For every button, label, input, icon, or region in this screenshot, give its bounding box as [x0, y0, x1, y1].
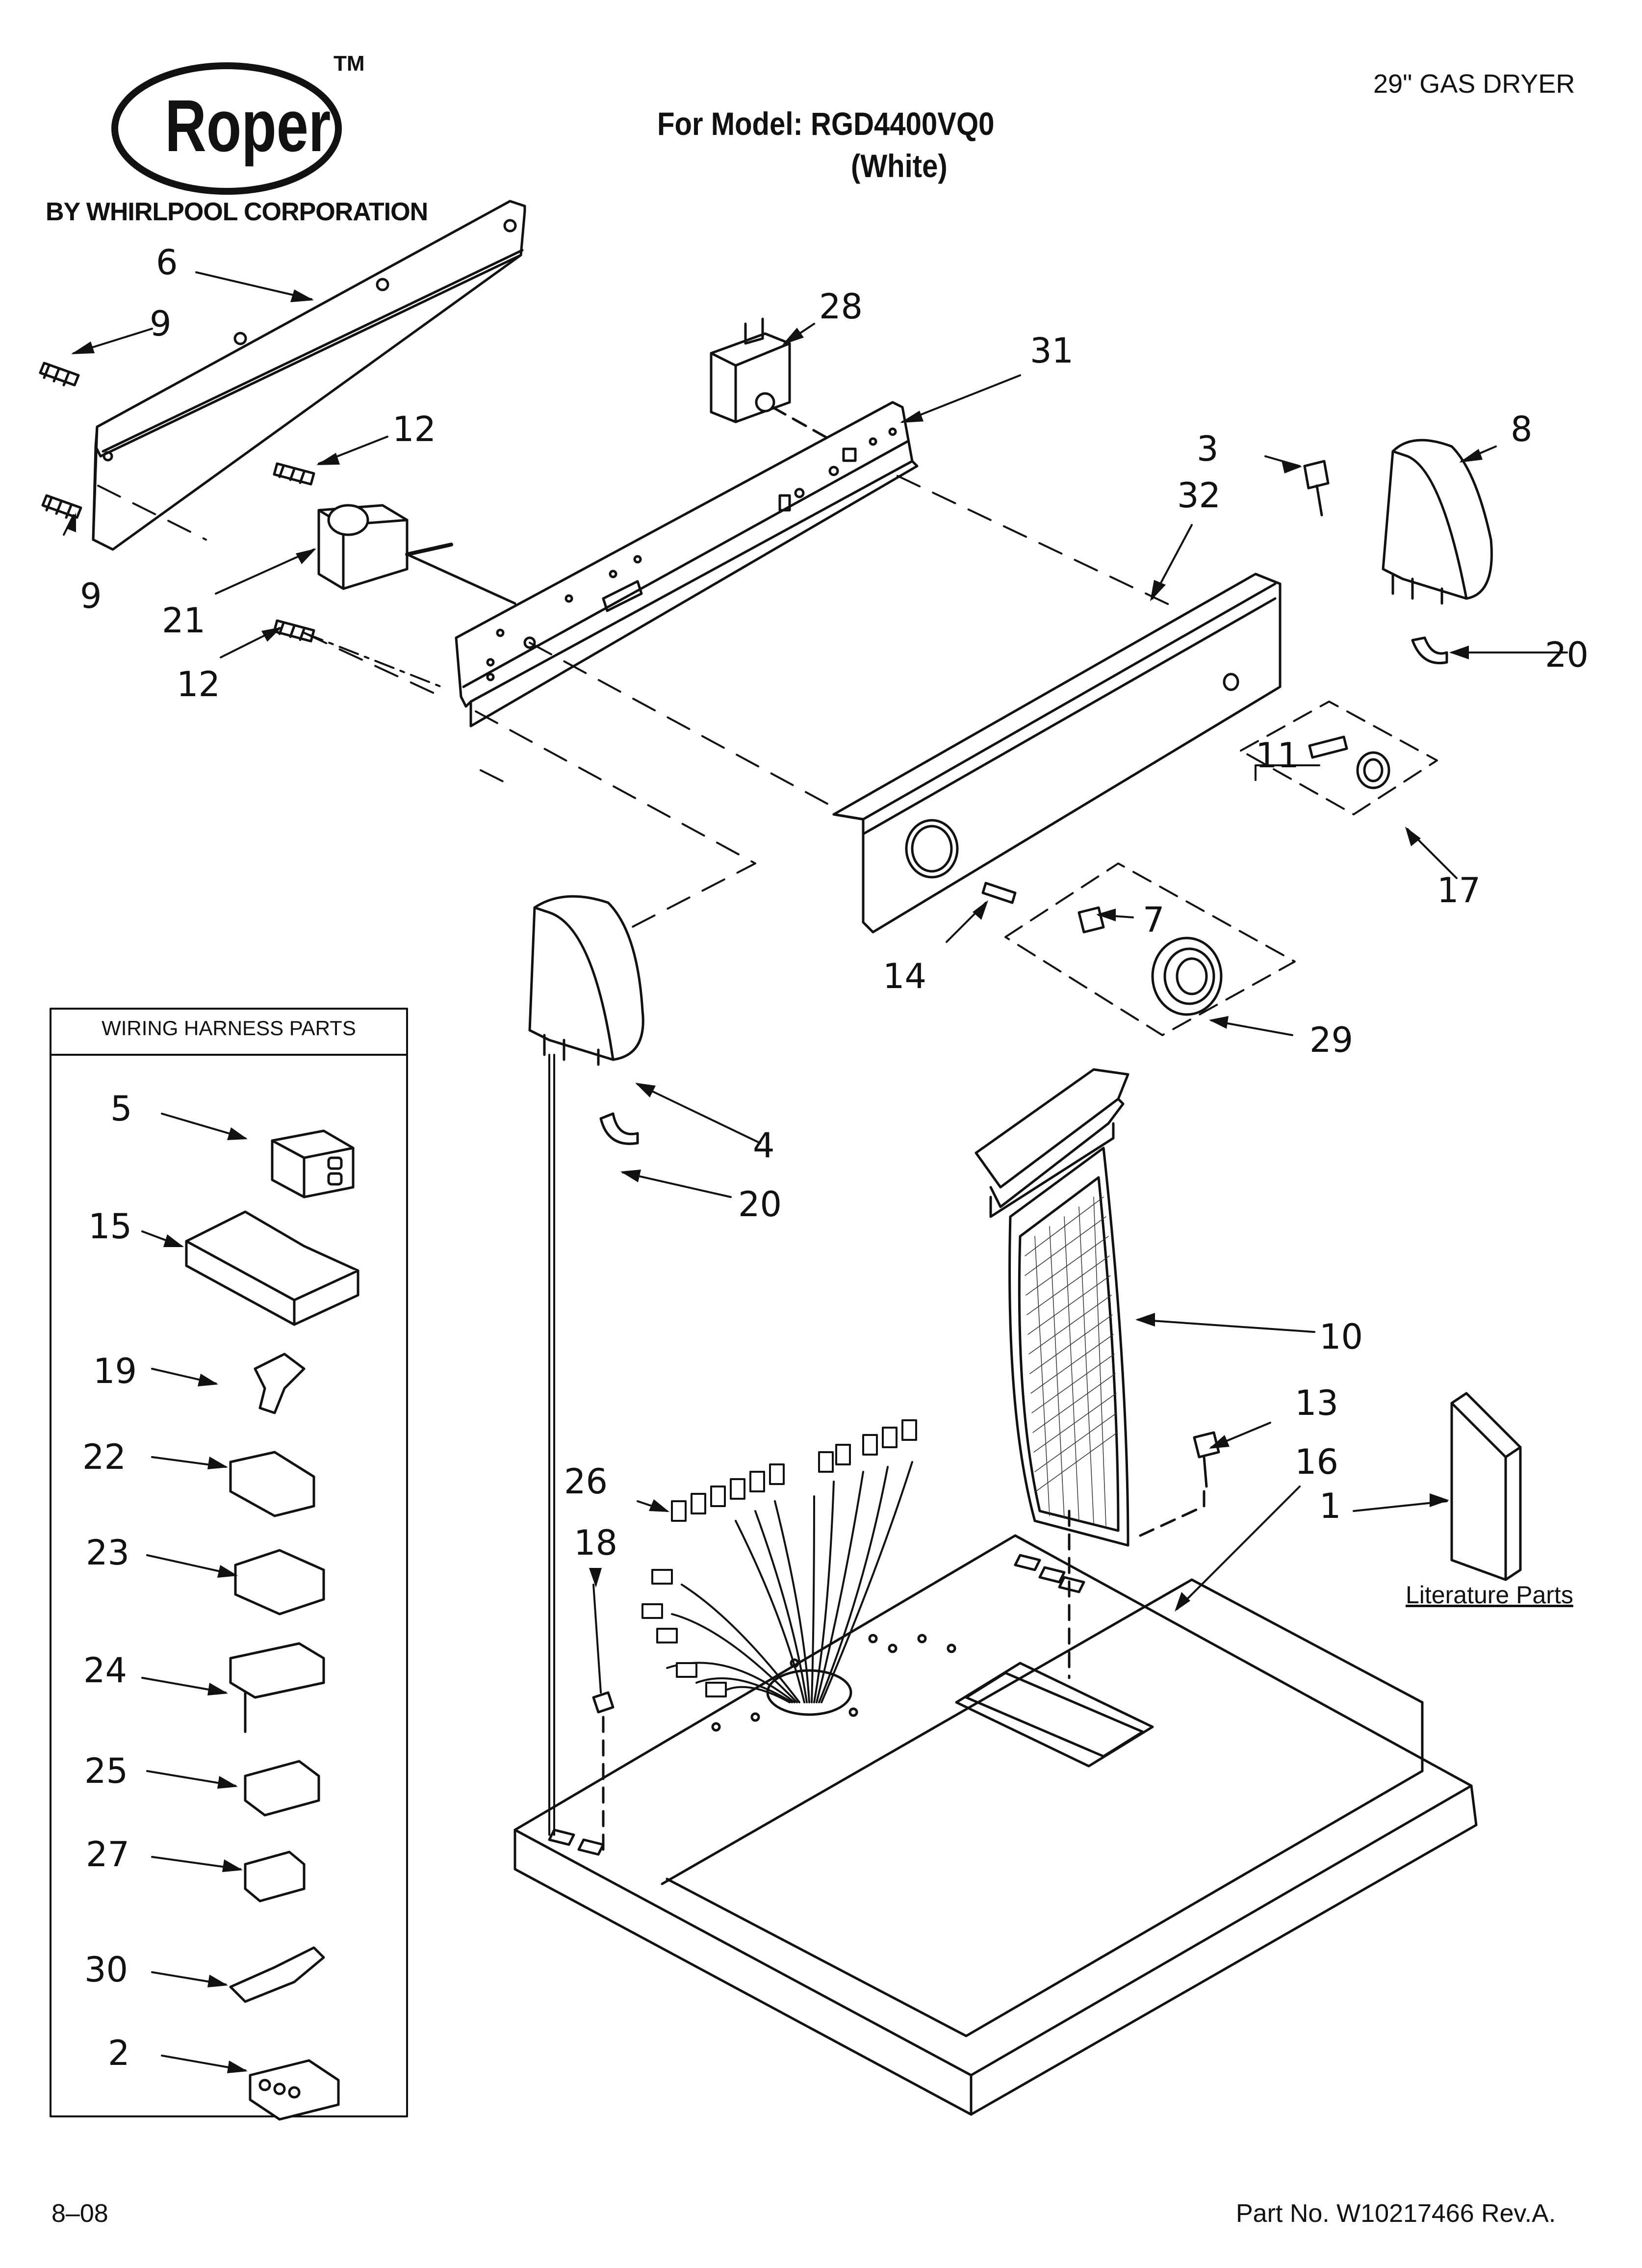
part-16-top [513, 1510, 1478, 2116]
part-1-literature [1450, 1392, 1522, 1581]
model-color: (White) [851, 148, 948, 184]
callout-27: 27 [86, 1834, 130, 1875]
harness-connectors [185, 1129, 359, 2121]
product-name: 29" GAS DRYER [1373, 69, 1575, 99]
group-29-box [1004, 862, 1296, 1036]
callout-21: 21 [162, 600, 206, 641]
harness-box-title: WIRING HARNESS PARTS [102, 1017, 356, 1040]
clip-20-top [1411, 636, 1448, 664]
callout-28: 28 [819, 287, 863, 327]
callout-24: 24 [83, 1650, 128, 1691]
roper-wordmark: Roper [165, 84, 331, 167]
callout-22: 22 [82, 1437, 127, 1477]
footer-part-number: Part No. W10217466 Rev.A. [1236, 2199, 1556, 2228]
callout-30: 30 [84, 1950, 128, 1990]
screw-9-bottom [41, 494, 82, 519]
literature-label: Literature Parts [1406, 1581, 1573, 1609]
assembly-leaders [97, 475, 1178, 943]
callout-14: 14 [883, 956, 927, 996]
callout-31: 31 [1030, 331, 1074, 371]
clip-20-mid [599, 1112, 639, 1145]
screw-14 [981, 882, 1017, 904]
callout-7: 7 [1143, 900, 1165, 940]
part-6-bracket [92, 200, 526, 551]
part-31-panel [455, 401, 919, 728]
callout-11: 11 [1256, 735, 1300, 776]
part-28-valve [710, 317, 835, 443]
model-title: For Model: RGD4400VQ0 [657, 105, 995, 142]
callout-16: 16 [1295, 1442, 1339, 1482]
callout-18: 18 [574, 1523, 618, 1563]
callout-29: 29 [1309, 1020, 1354, 1060]
screw-12-top [273, 462, 315, 486]
screw-12-bottom [273, 619, 315, 643]
callout-6: 6 [156, 242, 178, 283]
dashdot-leader [303, 632, 442, 688]
part-4-drop-leader [548, 1054, 555, 1836]
callout-5: 5 [110, 1089, 132, 1129]
screw-13 [1139, 1431, 1220, 1537]
group-17-box [1240, 701, 1438, 815]
callout-1: 1 [1319, 1486, 1341, 1526]
part-32-console [832, 573, 1282, 934]
brand-byline: BY WHIRLPOOL CORPORATION [46, 198, 428, 226]
part-8-endcap [1382, 439, 1493, 605]
part-10-lint-screen [975, 1068, 1129, 1547]
screw-9-top [39, 362, 80, 387]
part-21-switch [317, 504, 516, 605]
callout-10: 10 [1319, 1317, 1363, 1357]
callout-4: 4 [753, 1125, 775, 1166]
callout-23: 23 [86, 1533, 130, 1573]
callout-12: 12 [392, 409, 436, 449]
trademark-mark: TM [334, 52, 365, 76]
callout-20: 20 [1545, 635, 1589, 675]
callout-3: 3 [1197, 429, 1219, 469]
part-7-knob [1078, 906, 1223, 1016]
part-26-harness [641, 1419, 917, 1703]
callout-32: 32 [1177, 475, 1221, 516]
callout-15: 15 [88, 1206, 132, 1247]
callout-13: 13 [1295, 1383, 1339, 1423]
part-11-shaft [1308, 735, 1390, 789]
callout-2: 2 [108, 2033, 130, 2073]
callout-26: 26 [564, 1461, 608, 1502]
callout-9: 9 [80, 576, 102, 616]
callout-19: 19 [93, 1351, 137, 1391]
callout-8: 8 [1511, 409, 1533, 449]
callout-9: 9 [150, 304, 172, 344]
callout-25: 25 [84, 1751, 128, 1791]
roper-logo [111, 62, 342, 195]
screw-3 [1303, 460, 1330, 517]
part-18-clip [592, 1584, 615, 1856]
callout-20: 20 [738, 1184, 782, 1225]
arrow-heads [66, 289, 1483, 2073]
callout-17: 17 [1437, 870, 1481, 911]
footer-date: 8–08 [51, 2199, 108, 2228]
part-4-endcap [528, 895, 644, 1066]
callout-12: 12 [177, 664, 221, 704]
harness-box-frame [50, 1008, 408, 2117]
